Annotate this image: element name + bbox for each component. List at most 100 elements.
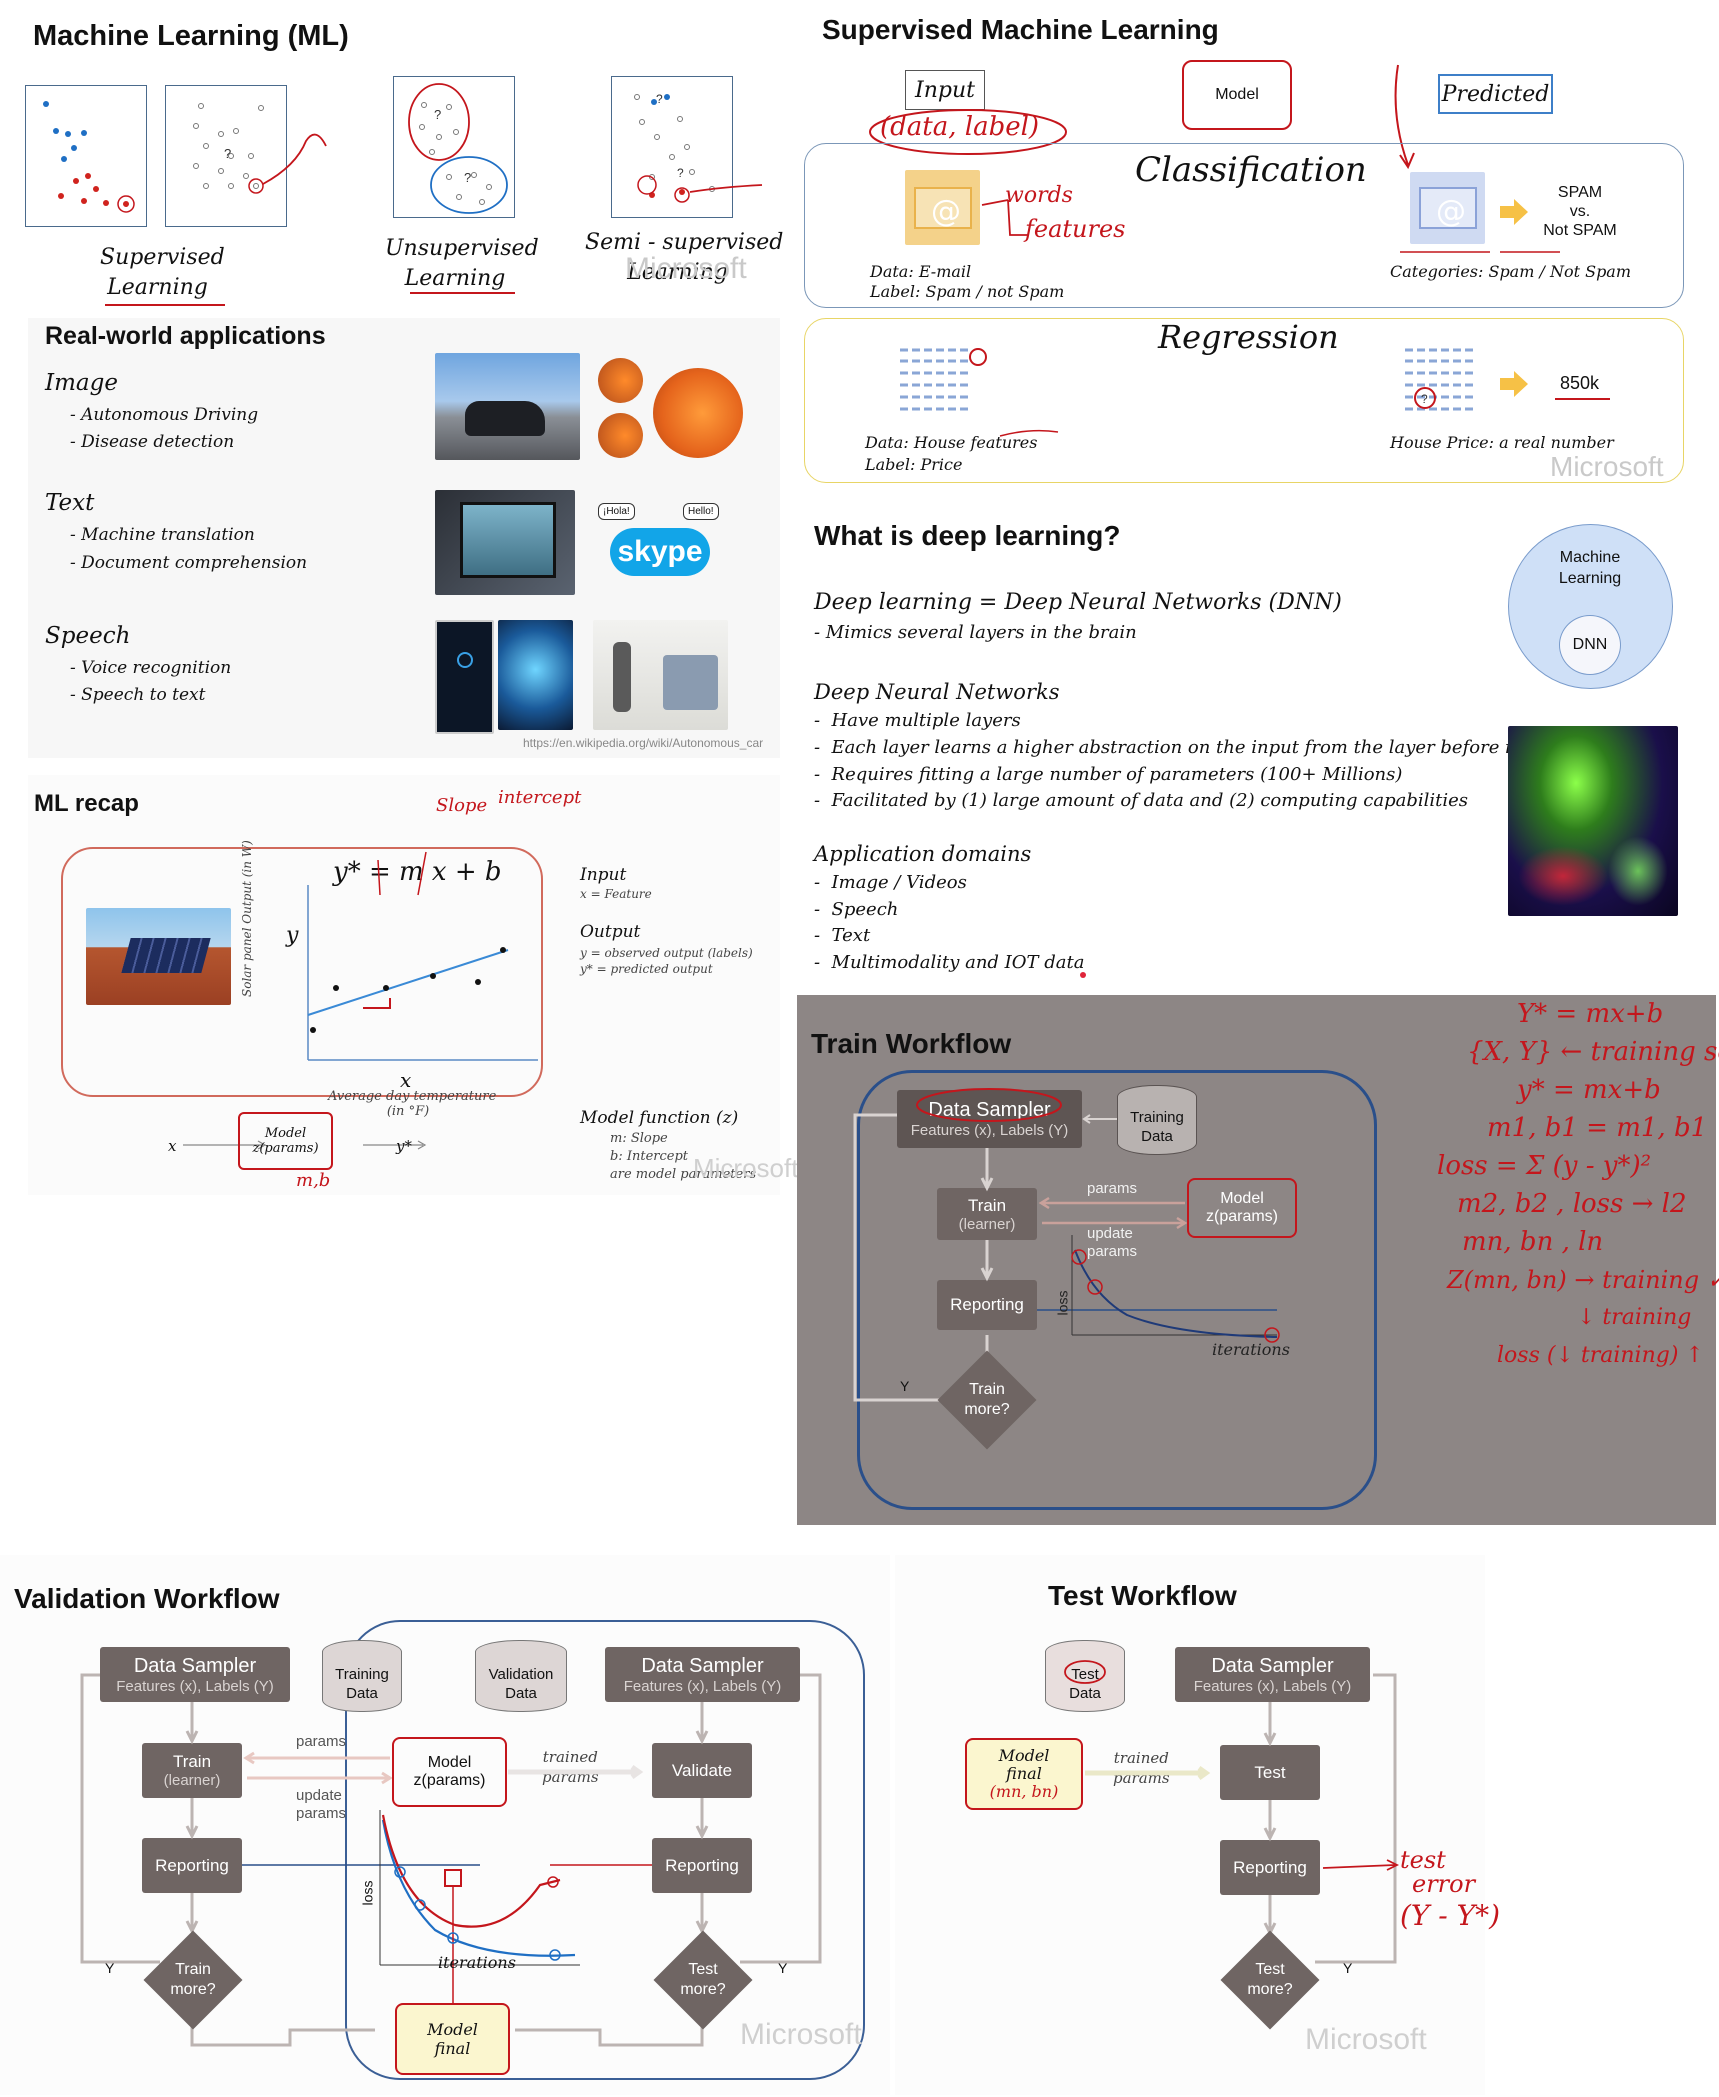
house-features-table — [900, 348, 987, 411]
recap-y: y — [286, 923, 299, 948]
val-iterations-label: iterations — [438, 1953, 516, 1972]
svg-text:?: ? — [677, 166, 684, 180]
supervised-ml-title: Supervised Machine Learning — [822, 14, 1219, 45]
val-y-right: Y — [778, 1960, 788, 1976]
ml-title: Machine Learning (ML) — [33, 20, 349, 52]
applications-panel: Real-world applications Image - Autonomo… — [28, 318, 780, 758]
semi-supervised-plot: ? ? — [611, 76, 763, 218]
svg-text:@: @ — [931, 194, 961, 229]
supervised-ml-panel: Supervised Machine Learning Input (data,… — [790, 0, 1719, 485]
brain-neurons-image — [1508, 726, 1678, 916]
sampler-ellipse — [916, 1088, 1062, 1122]
supervised-plot — [25, 85, 147, 227]
source-link[interactable]: https://en.wikipedia.org/wiki/Autonomous… — [523, 736, 764, 750]
dnn-heading: Deep Neural Networks — [814, 680, 1060, 704]
supervised-underline — [105, 304, 225, 306]
train-flow-lines — [853, 1113, 1277, 1402]
recap-x-axis-label: Average day temperature(in °F) — [328, 1089, 497, 1119]
output-values: y = observed output (labels)y* = predict… — [580, 946, 753, 976]
dnn-item: - Facilitated by (1) large amount of dat… — [814, 790, 1468, 811]
pointer-dot — [1080, 972, 1086, 978]
regression-box — [804, 318, 1684, 483]
val-reporting-left: Reporting — [142, 1838, 242, 1893]
price-arrow-icon — [1500, 371, 1528, 397]
speaker-photo — [593, 620, 728, 730]
app-domain-item: - Text — [814, 925, 871, 946]
image-heading: Image — [45, 370, 118, 396]
svg-text:@: @ — [1436, 194, 1466, 229]
val-params-arrows — [243, 1751, 393, 1785]
regression-title: Regression — [1158, 318, 1339, 356]
email-envelope-output-icon: @ — [1418, 187, 1477, 229]
svg-text:?: ? — [464, 170, 471, 185]
train-loss-label: loss — [1054, 1290, 1071, 1316]
validation-title: Validation Workflow — [14, 1583, 280, 1614]
retina-image — [598, 353, 748, 463]
val-trained-params-arrow — [508, 1764, 644, 1780]
venn-dnn-circle: DNN — [1559, 615, 1621, 675]
slope-note: Slope — [436, 795, 488, 816]
email-output-icon: @ — [1410, 172, 1485, 244]
skype-cloud: skype — [610, 528, 710, 576]
recap-y-axis-label: Solar panel Output (in W) — [240, 840, 254, 997]
intercept-note: intercept — [498, 787, 582, 808]
model-function-heading: Model function (z) — [580, 1108, 739, 1128]
price-value: 850k — [1560, 373, 1600, 393]
speech-item: - Voice recognition — [70, 658, 232, 678]
app-domain-item: - Multimodality and IOT data — [814, 952, 1085, 973]
test-data-ellipse — [1064, 1660, 1106, 1684]
house-price-text: House Price: a real number — [1390, 433, 1614, 452]
ml-recap-title: ML recap — [34, 790, 139, 817]
supervised-watermark: Microsoft — [1550, 451, 1664, 482]
text-item: - Document comprehension — [70, 553, 308, 573]
deep-learning-title: What is deep learning? — [814, 520, 1121, 551]
train-reporting-box: Reporting — [937, 1280, 1037, 1330]
model-box: Model — [1182, 60, 1292, 130]
unlabeled-plot-points: ? — [193, 103, 327, 194]
output-heading: Output — [580, 922, 641, 942]
categories-text: Categories: Spam / Not Spam — [1390, 262, 1632, 281]
semi-supervised-plot-points: ? ? — [634, 92, 763, 203]
email-envelope-icon: @ — [913, 186, 972, 229]
test-y-label: Y — [1343, 1960, 1353, 1976]
recap-watermark: Microsoft — [693, 1153, 799, 1183]
ml-intro-panel: Machine Learning (ML) ? Su — [0, 0, 784, 315]
text-item: - Machine translation — [70, 525, 255, 545]
train-workflow-title: Train Workflow — [811, 1028, 1012, 1059]
input-box: Input — [905, 70, 985, 110]
val-loss-label: loss — [359, 1880, 376, 1906]
svg-text:?: ? — [434, 107, 441, 122]
autonomous-car-photo — [435, 353, 580, 460]
classification-box — [804, 143, 1684, 308]
speech-heading: Speech — [45, 623, 131, 649]
app-domain-item: - Image / Videos — [814, 872, 967, 893]
test-trained-params-arrow — [1085, 1765, 1211, 1781]
train-workflow-frame — [857, 1070, 1377, 1510]
solar-house-photo — [86, 908, 231, 1005]
train-y-label: Y — [900, 1378, 910, 1394]
app-domain-item: - Speech — [814, 899, 899, 920]
svg-text:?: ? — [1421, 392, 1428, 406]
input-note-ellipse — [869, 109, 1067, 155]
model-output-y: y* — [396, 1137, 412, 1155]
train-iterations-label: iterations — [1212, 1340, 1290, 1359]
